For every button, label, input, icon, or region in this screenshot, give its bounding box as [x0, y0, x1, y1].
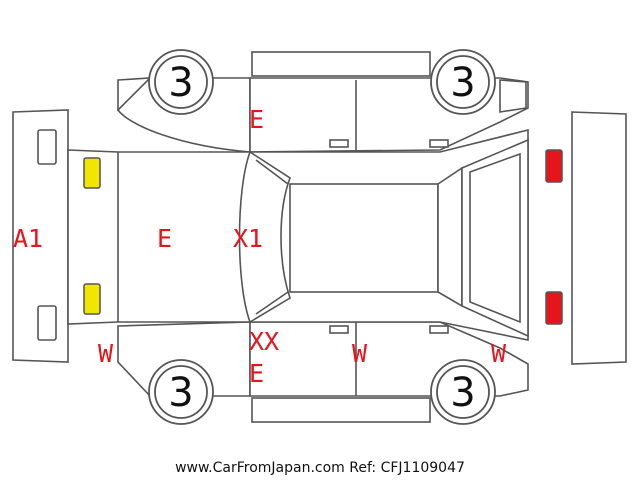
front-lamp-upper [83, 157, 101, 189]
rear-lamp-upper [545, 149, 563, 183]
tire-rear-right: 3 [430, 359, 496, 425]
top-view-body [67, 128, 529, 341]
rear-lamp-lower [545, 291, 563, 325]
mark-right-rear-fender: W [491, 339, 507, 368]
mark-front-bumper: A1 [13, 224, 43, 253]
mark-pillar: XX [249, 327, 279, 356]
tire-rear-left: 3 [430, 49, 496, 115]
rear-bumper [571, 111, 627, 365]
tire-front-right: 3 [148, 359, 214, 425]
left-side-profile [116, 51, 529, 153]
mark-right-rear-door: W [352, 339, 368, 368]
mark-right-front-door: E [249, 359, 264, 388]
mark-roof: X1 [233, 224, 263, 253]
mark-right-front-fender: W [98, 339, 114, 368]
svg-text:3: 3 [168, 60, 193, 106]
mark-left-front-door: E [249, 105, 264, 134]
svg-text:3: 3 [450, 60, 475, 106]
front-bumper [12, 109, 69, 363]
tire-front-left: 3 [148, 49, 214, 115]
svg-text:3: 3 [450, 370, 475, 416]
svg-text:3: 3 [168, 370, 193, 416]
mark-hood: E [157, 224, 172, 253]
front-lamp-lower [83, 283, 101, 315]
footer-reference: www.CarFromJapan.com Ref: CFJ1109047 [175, 460, 465, 476]
